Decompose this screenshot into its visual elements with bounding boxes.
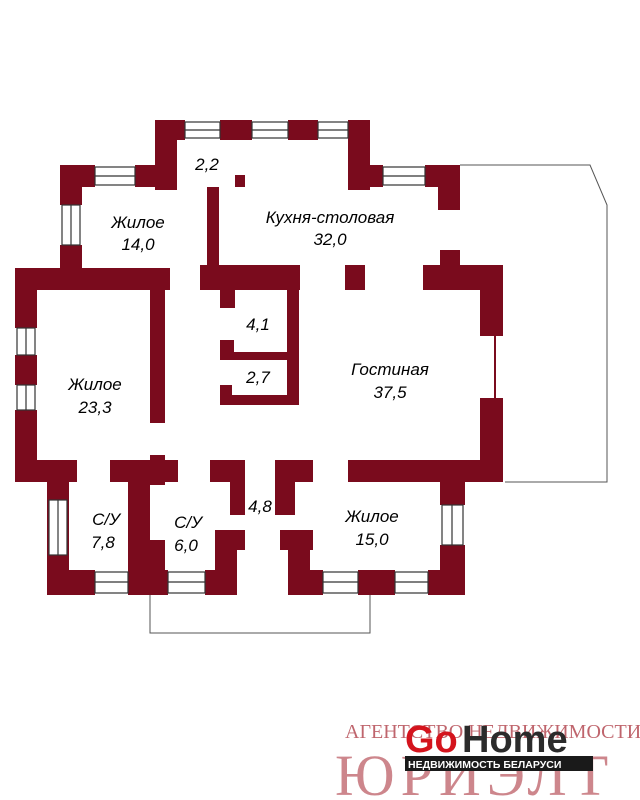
window-west-bath — [48, 499, 68, 556]
wall-segment — [205, 570, 237, 595]
bedroom-w-area: 23,3 — [77, 398, 112, 417]
wall-segment — [110, 460, 178, 482]
wall-segment — [348, 165, 383, 187]
porch-outline-south — [149, 595, 371, 634]
wall-segment — [230, 480, 245, 515]
wall-segment — [428, 570, 465, 595]
window-north-bedroom — [94, 166, 136, 186]
wall-segment — [480, 268, 503, 336]
wall-segment — [235, 175, 245, 187]
closet-1-area: 4,1 — [246, 315, 270, 334]
wall-segment — [150, 268, 165, 423]
kitchen-name: Кухня-столовая — [266, 208, 395, 227]
wall-segment — [438, 165, 460, 210]
window-top-3 — [317, 121, 349, 139]
room-labels: 2,2 Кухня-столовая 32,0 Жилое 14,0 4,1 2… — [67, 155, 429, 555]
closet-2-area: 2,7 — [245, 368, 270, 387]
living-name: Гостиная — [351, 360, 429, 379]
window-south-bath-1 — [94, 571, 129, 594]
window-west-2 — [16, 384, 36, 411]
wall-segment — [288, 570, 323, 595]
wall-segment — [348, 460, 503, 482]
wall-segment — [15, 268, 37, 328]
window-east-bedroom — [441, 504, 464, 546]
wall-segment — [220, 120, 252, 140]
window-west-bedroom-nw — [61, 204, 81, 246]
bedroom-nw-name: Жилое — [110, 213, 165, 232]
window-north-kitchen — [382, 166, 426, 186]
window-top-1 — [184, 121, 221, 139]
wall-segment — [220, 395, 299, 405]
living-area: 37,5 — [373, 383, 407, 402]
window-south-bath-2 — [167, 571, 206, 594]
bedroom-se-name: Жилое — [344, 507, 399, 526]
wall-segment — [200, 265, 300, 290]
wall-segment — [220, 352, 299, 360]
corridor-area: 4,8 — [248, 497, 272, 516]
wall-segment — [47, 570, 95, 595]
wall-segment — [358, 570, 395, 595]
wall-segment — [150, 455, 165, 485]
hall-area: 2,2 — [194, 155, 219, 174]
bedroom-w-name: Жилое — [67, 375, 122, 394]
windows — [16, 121, 464, 594]
wall-segment — [287, 290, 299, 405]
wall-segment — [210, 460, 245, 482]
bath-1-area: 7,8 — [91, 533, 115, 552]
walls — [15, 120, 503, 595]
pillar — [348, 268, 363, 288]
bath-1-name: С/У — [92, 510, 122, 529]
wall-segment — [220, 385, 232, 400]
window-south-bedroom-1 — [322, 571, 359, 594]
wall-segment — [82, 268, 170, 290]
wall-segment — [60, 165, 82, 205]
wall-segment — [440, 460, 465, 505]
bath-2-area: 6,0 — [174, 536, 198, 555]
bedroom-se-area: 15,0 — [355, 530, 389, 549]
window-west-1 — [16, 327, 36, 356]
window-south-bedroom-2 — [394, 571, 429, 594]
wall-segment — [288, 120, 318, 140]
wall-segment — [128, 570, 168, 595]
bath-2-name: С/У — [174, 513, 204, 532]
terrace-outline-east — [460, 164, 608, 483]
wall-segment — [15, 355, 37, 385]
kitchen-area: 32,0 — [313, 230, 347, 249]
wall-segment — [275, 460, 295, 515]
wall-segment — [135, 165, 177, 187]
bedroom-nw-area: 14,0 — [121, 235, 155, 254]
window-top-2 — [251, 121, 289, 139]
wall-segment — [207, 187, 219, 267]
wall-segment — [60, 245, 82, 270]
wall-segment — [440, 250, 460, 270]
wall-segment — [220, 290, 235, 308]
